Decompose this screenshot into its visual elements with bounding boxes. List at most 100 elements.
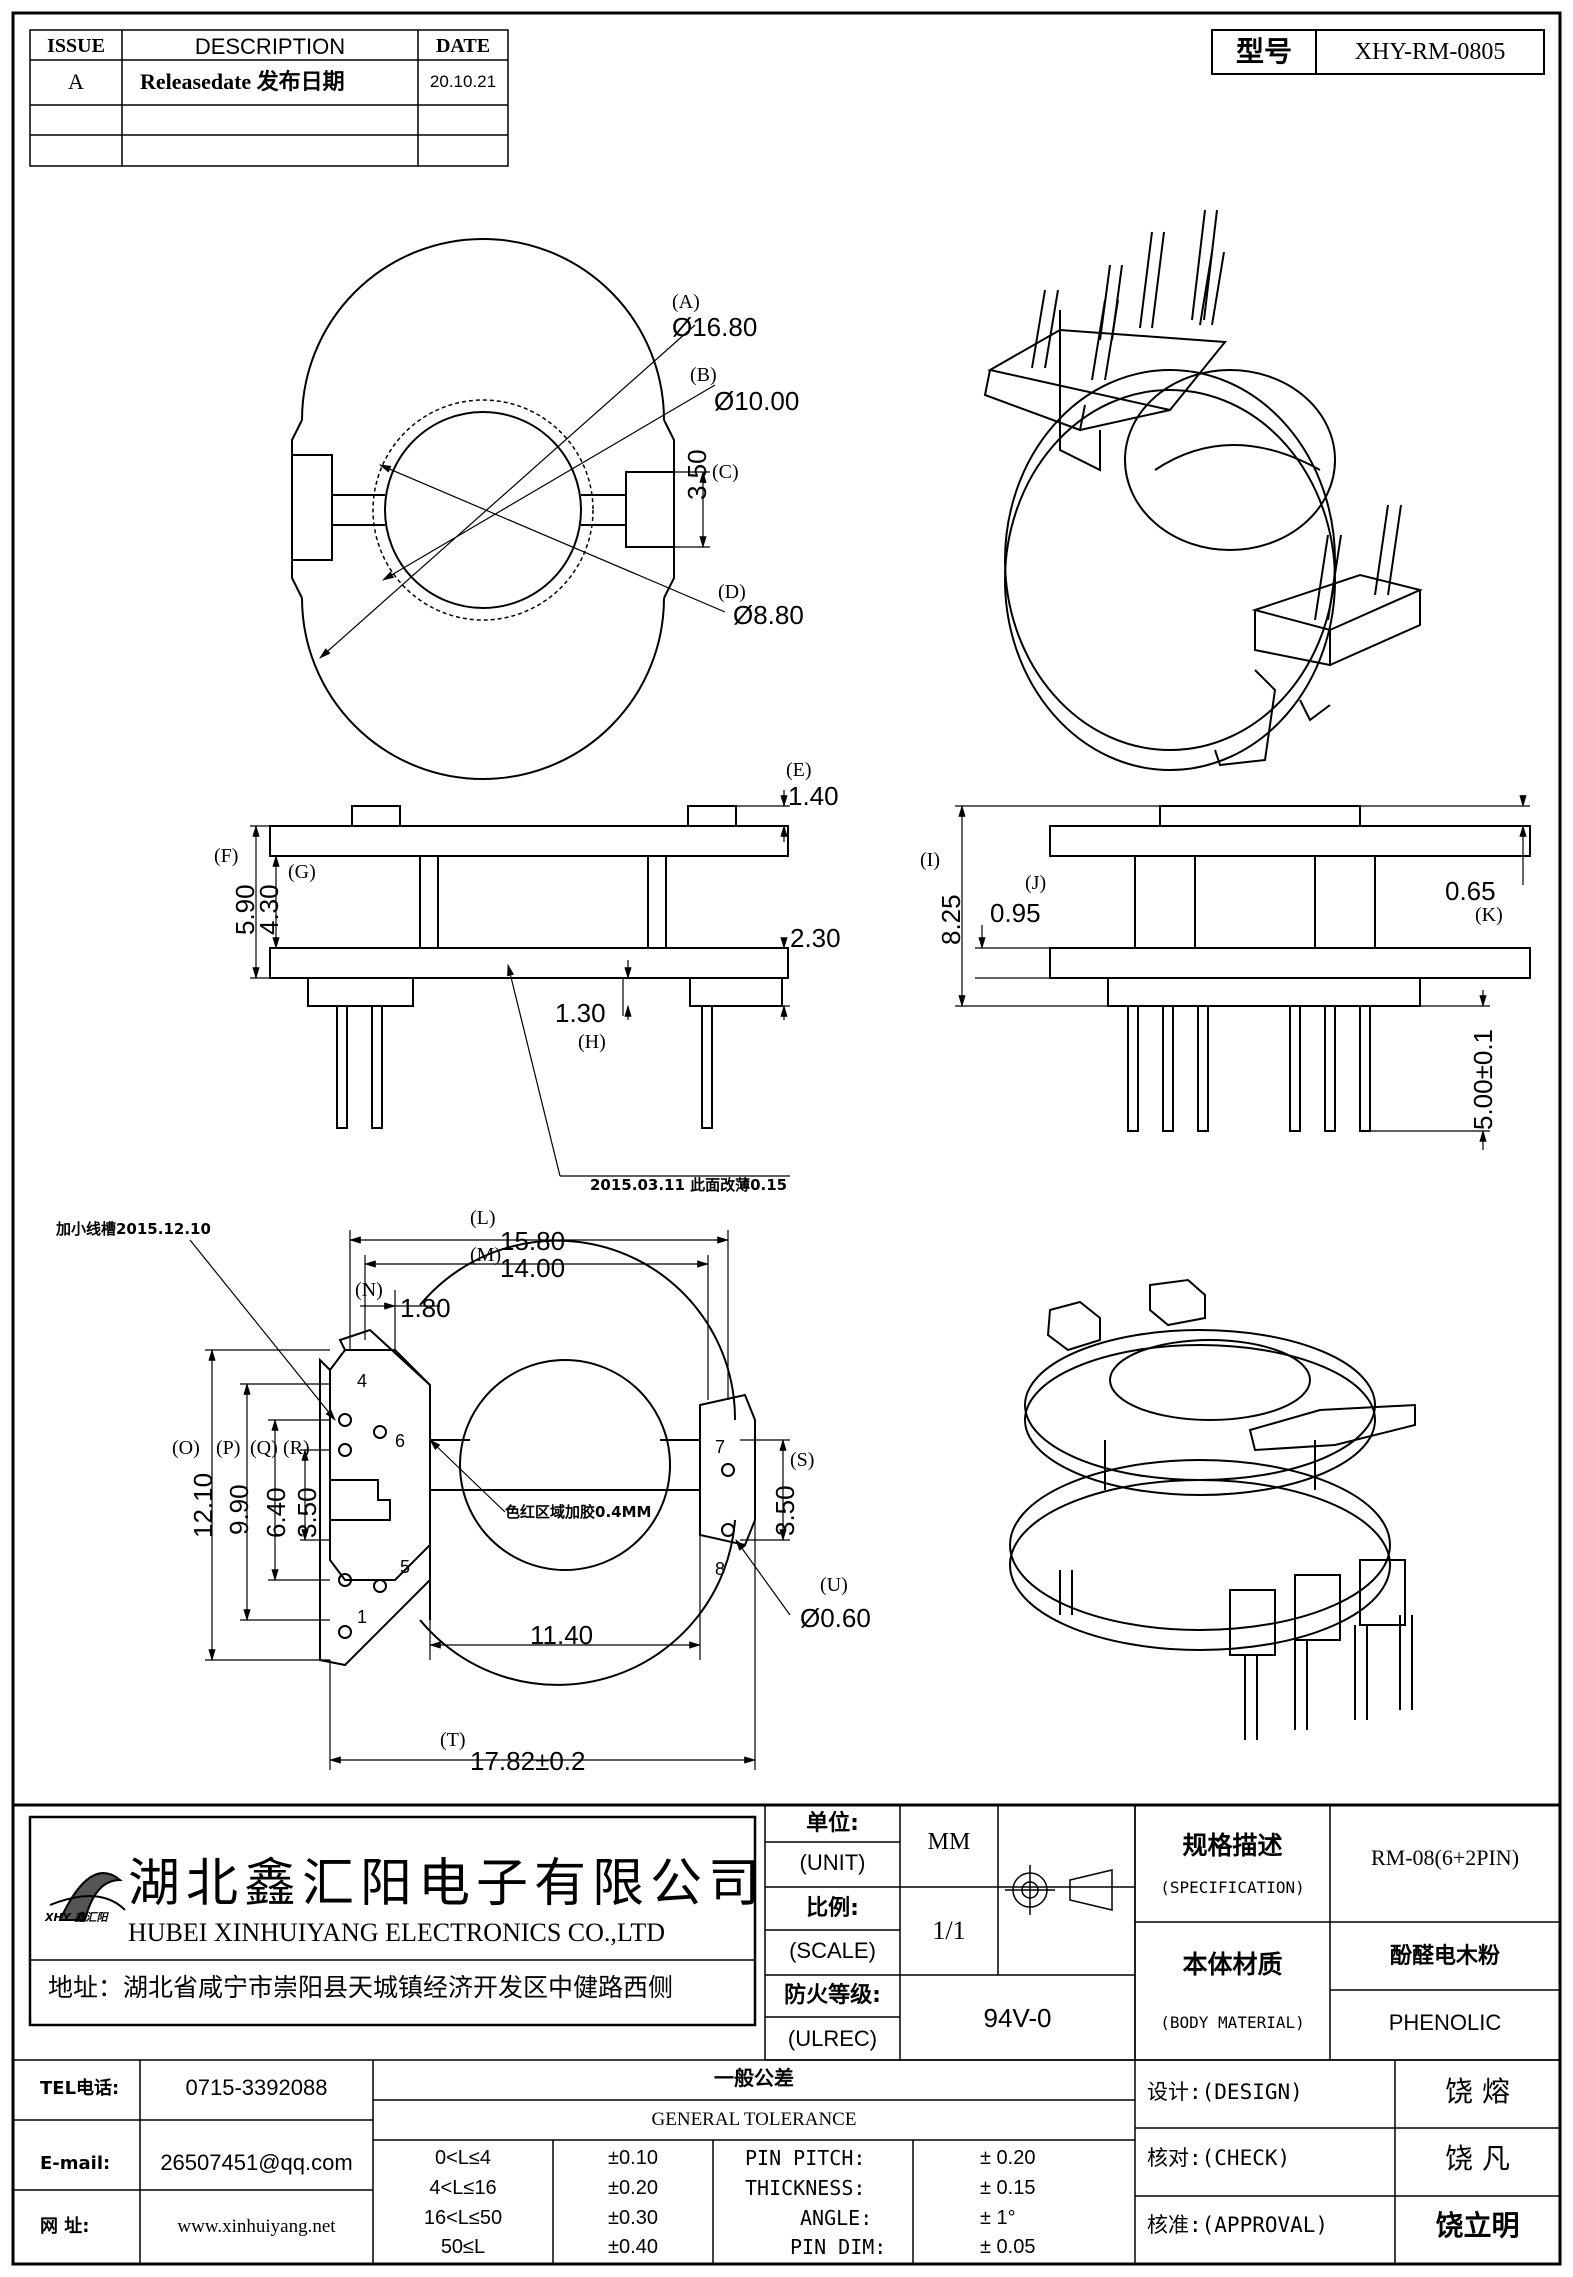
company-logo-text: XHY 鑫汇阳 [45,1911,108,1924]
tol-item-value: ± 0.20 [980,2147,1036,2169]
tel-label: TEL电话: [40,2078,120,2099]
dim-D-tag: (D) [718,581,746,603]
tol-item-value: ± 0.05 [980,2236,1036,2258]
tol-item: PIN DIM: [790,2235,887,2259]
company-name-en: HUBEI XINHUIYANG ELECTRONICS CO.,LTD [128,1918,666,1947]
dim-B-tag: (B) [690,364,717,386]
website-value[interactable]: www.xinhuiyang.net [177,2216,336,2237]
tol-range: 0<L≤4 [434,2147,492,2169]
dim-H-tag: (H) [578,1031,606,1053]
iso-view-top [983,209,1424,771]
company-box [28,1815,757,2027]
dim-K-tag: (K) [1475,904,1503,926]
dim-G-value: 4.30 [254,884,284,935]
tol-range: 50≤L [440,2236,486,2258]
tol-item: ANGLE: [800,2206,873,2230]
dim-H-value: 1.30 [555,998,606,1028]
website-label: 网 址: [40,2216,90,2237]
dim-S-value: 3.50 [770,1485,800,1536]
tol-item: THICKNESS: [745,2176,866,2200]
dim-M-value: 14.00 [500,1253,566,1283]
bottom-view [189,1230,791,1770]
pin-label-4: 4 [357,1371,368,1391]
model-label: 型号 [1235,35,1292,68]
dim-E-tag: (E) [786,759,812,781]
rev-header-date: DATE [435,35,491,57]
company-logo [49,1872,126,1921]
pin-label-7: 7 [715,1437,726,1457]
dim-P-value: 9.90 [224,1484,254,1535]
dim-C-tag: (C) [712,461,739,483]
dim-Q-tag: (Q) [250,1437,278,1459]
tol-item: PIN PITCH: [745,2146,866,2170]
dim-T-value: 17.82±0.2 [470,1746,586,1776]
pin-label-8: 8 [715,1559,726,1579]
tolerance-title-en: GENERAL TOLERANCE [651,2109,857,2130]
projection-symbol [1005,1865,1113,1915]
pin-label-5: 5 [400,1557,411,1577]
spec-label-en: (SPECIFICATION) [1160,1878,1305,1897]
check-value: 饶 凡 [1445,2142,1510,2175]
side-view-note: 2015.03.11 此面改薄0.15 [590,1176,788,1194]
tol-range: 16<L≤50 [423,2207,503,2229]
fire-value: 94V-0 [983,2003,1052,2033]
dim-I-tag: (I) [920,849,940,871]
dim-L-tag: (L) [470,1207,496,1229]
tol-value: ±0.40 [608,2236,658,2258]
approval-value: 饶立明 [1435,2209,1520,2242]
top-view [291,238,726,780]
dim-O-value: 12.10 [188,1472,218,1538]
unit-value: MM [927,1829,971,1855]
front-view [955,795,1531,1150]
material-label-en: (BODY MATERIAL) [1160,2013,1305,2032]
design-label: 设计:(DESIGN) [1147,2080,1303,2104]
material-value-cn: 酚醛电木粉 [1389,1944,1500,1969]
dim-M-tag: (M) [470,1244,502,1266]
dim-inner-width: 11.40 [530,1620,594,1650]
dim-R-tag: (R) [283,1437,310,1459]
spec-grid-lines [1134,1804,1561,2061]
dim-N-value: 1.80 [400,1293,451,1323]
dim-J-value: 0.95 [990,898,1041,928]
unit-label-cn: 单位: [806,1811,859,1836]
dim-O-tag: (O) [172,1437,200,1459]
revision-table-lines [29,29,509,167]
dim-P-tag: (P) [216,1437,241,1459]
dim-B-value: Ø10.00 [714,386,800,416]
rev-row-description: Releasedate 发布日期 [140,69,345,94]
tol-range: 4<L≤16 [429,2177,497,2199]
dim-pin-length: 5.00±0.1 [1468,1028,1498,1130]
tolerance-title-cn: 一般公差 [714,2066,794,2090]
tol-value: ±0.30 [608,2207,658,2229]
tol-item-value: ± 0.15 [980,2177,1036,2199]
dim-S-tag: (S) [790,1449,815,1471]
lower-table-lines [12,2059,1561,2265]
fire-label-cn: 防火等级: [784,1983,881,2008]
dim-Q-value: 6.40 [261,1487,291,1538]
dim-R-value: 3.50 [292,1487,322,1538]
spec-label-cn: 规格描述 [1182,1831,1283,1860]
dim-G-tag: (G) [288,861,316,883]
scale-label-cn: 比例: [806,1896,859,1921]
dim-I-value: 8.25 [936,894,966,945]
tol-value: ±0.10 [608,2147,658,2169]
check-label: 核对:(CHECK) [1147,2146,1291,2170]
rev-header-description: DESCRIPTION [194,34,346,59]
material-label-cn: 本体材质 [1182,1950,1283,1979]
dim-A-tag: (A) [672,291,700,313]
iso-view-bottom [1009,1278,1416,1740]
fire-label-en: (ULREC) [787,2026,878,2051]
material-value-en: PHENOLIC [1388,2010,1502,2035]
pin-label-6: 6 [395,1431,406,1451]
dim-N-tag: (N) [355,1279,383,1301]
dim-L-value: 15.80 [500,1226,566,1256]
scale-value: 1/1 [932,1916,966,1945]
pin-label-1: 1 [357,1607,368,1627]
dim-230-value: 2.30 [790,923,841,953]
dim-T-tag: (T) [440,1729,466,1751]
rev-row-issue: A [68,69,84,94]
tol-item-value: ± 1° [980,2207,1016,2229]
glue-note: 色红区域加胶0.4MM [505,1503,652,1521]
email-label: E-mail: [40,2153,111,2174]
